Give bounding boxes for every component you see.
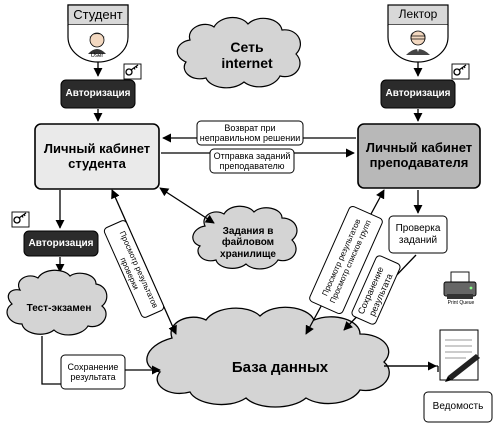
student-avatar-icon xyxy=(88,32,106,54)
lecturer-auth-box[interactable] xyxy=(380,79,456,109)
check-tasks-label: Проверка заданий xyxy=(395,223,441,246)
key-icon xyxy=(123,63,142,80)
database-label: База данных xyxy=(231,359,329,377)
lecturer-auth-label: Авторизация xyxy=(385,88,451,100)
key-icon xyxy=(11,211,30,228)
file-storage-label: Задания в файловом хранилище xyxy=(220,225,276,260)
document-pen-icon xyxy=(439,329,480,382)
exam-label: Тест-экзамен xyxy=(26,303,92,315)
file-storage-cloud xyxy=(192,205,298,270)
exam-auth-box[interactable] xyxy=(23,230,99,257)
key-icon xyxy=(451,63,470,80)
student-role-title: Студент xyxy=(73,6,123,22)
check-tasks-box[interactable] xyxy=(388,215,448,254)
student-sublabel: User xyxy=(90,52,104,59)
internet-cloud xyxy=(176,17,301,89)
return-wrong-label: Возврат при неправильном решении xyxy=(199,122,301,143)
student-auth-label: Авторизация xyxy=(65,88,131,100)
exam-cloud xyxy=(6,269,108,336)
lecturer-avatar-icon xyxy=(406,30,430,55)
lecturer-cabinet-box[interactable] xyxy=(357,123,481,189)
save-results-left-label: Сохранение результата xyxy=(67,361,119,382)
statement-box[interactable] xyxy=(423,391,493,423)
printer-label: Print Queue xyxy=(447,300,475,307)
exam-auth-label: Авторизация xyxy=(28,237,94,249)
send-tasks-label: Отправка заданий преподавателю xyxy=(213,150,291,171)
statement-label: Ведомость xyxy=(432,401,484,413)
lecturer-role-title: Лектор xyxy=(398,7,438,22)
printer-icon xyxy=(443,271,477,299)
internet-label: Сеть internet xyxy=(221,38,273,71)
lecturer-cabinet-label: Личный кабинет преподавателя xyxy=(365,140,473,170)
student-cabinet-box[interactable] xyxy=(34,123,160,190)
student-auth-box[interactable] xyxy=(60,79,136,109)
student-cabinet-label: Личный кабинет студента xyxy=(43,140,151,171)
lecturer-role-header xyxy=(387,4,449,63)
